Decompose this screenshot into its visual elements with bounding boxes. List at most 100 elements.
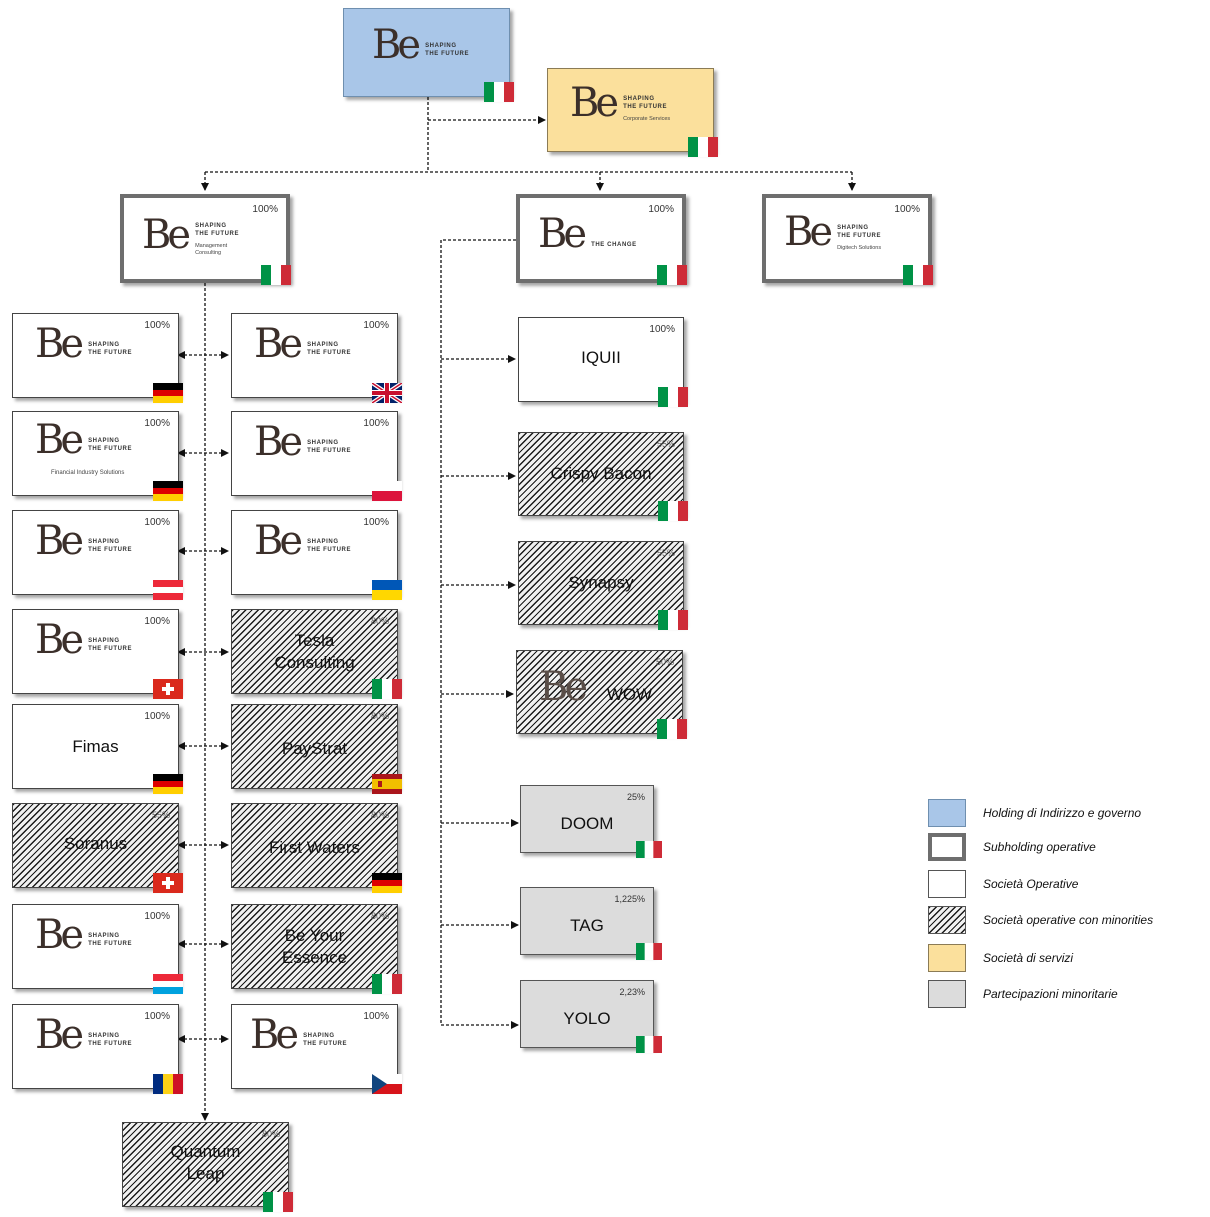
flag-italy-icon <box>636 841 662 858</box>
ownership-pct: 100% <box>363 320 389 331</box>
soranus-box[interactable]: 55% Soranus <box>12 803 183 893</box>
ownership-pct: 100% <box>144 517 170 528</box>
legend-swatch-holding <box>928 799 966 827</box>
flag-germany-icon <box>153 481 183 501</box>
company-label: DOOM <box>560 814 614 833</box>
legend-swatch-operative <box>928 870 966 898</box>
flag-italy-icon <box>372 974 402 994</box>
ownership-pct: 100% <box>144 320 170 331</box>
flag-romania-icon <box>153 1074 183 1094</box>
fis-subtitle: Financial Industry Solutions <box>51 470 125 476</box>
ownership-pct: 100% <box>363 418 389 429</box>
ownership-pct: 80% <box>370 911 389 921</box>
crispy-bacon-box[interactable]: 55% Crispy Bacon <box>518 432 688 521</box>
company-label: Synapsy <box>568 573 634 592</box>
ownership-pct: 80% <box>370 711 389 721</box>
ownership-pct: 50% <box>655 657 674 667</box>
flag-luxembourg-icon <box>153 974 183 994</box>
ownership-pct: 100% <box>649 324 675 335</box>
flag-italy-icon <box>903 265 933 285</box>
flag-italy-icon <box>657 719 687 739</box>
be-the-change-box[interactable]: 100% Be THE CHANGE <box>516 194 687 285</box>
ownership-pct: 100% <box>363 1011 389 1022</box>
legend-label: Partecipazioni minoritarie <box>983 987 1118 1001</box>
tag-box[interactable]: 1,225% TAG <box>520 887 662 960</box>
company-label: First Waters <box>269 838 360 857</box>
legend-label: Società operative con minorities <box>983 913 1154 927</box>
flag-italy-icon <box>263 1192 293 1212</box>
ownership-pct: 100% <box>363 517 389 528</box>
flag-italy-icon <box>657 265 687 285</box>
doom-box[interactable]: 25% DOOM <box>520 785 662 858</box>
digitech-subtitle: Digitech Solutions <box>837 244 882 251</box>
flag-italy-icon <box>658 501 688 521</box>
ownership-pct: 80% <box>261 1129 280 1139</box>
fimas-box[interactable]: 100% Fimas <box>12 704 183 794</box>
flag-germany-icon <box>153 383 183 403</box>
flag-italy-icon <box>658 610 688 630</box>
iquii-box[interactable]: 100% IQUII <box>518 317 688 407</box>
synapsy-box[interactable]: 55% Synapsy <box>518 541 688 630</box>
legend-label: Società Operative <box>983 877 1079 891</box>
paystrat-box[interactable]: 80% PayStrat <box>231 704 402 794</box>
legend-swatch-services <box>928 944 966 972</box>
legend-label: Società di servizi <box>983 951 1074 965</box>
flag-switzerland-icon <box>153 873 183 893</box>
flag-germany-icon <box>372 873 402 893</box>
be-logo: Be THE CHANGE <box>538 211 637 257</box>
legend-swatch-subholding <box>928 833 966 861</box>
flag-italy-icon <box>372 679 402 699</box>
ownership-pct: 100% <box>648 204 674 215</box>
legend-label: Holding di Indirizzo e governo <box>983 806 1142 820</box>
flag-czech-icon <box>372 1074 402 1094</box>
ownership-pct: 55% <box>656 439 675 449</box>
company-label: Soranus <box>63 834 128 853</box>
ownership-pct: 80% <box>370 810 389 820</box>
first-waters-box[interactable]: 80% First Waters <box>231 803 402 893</box>
ownership-pct: 100% <box>252 204 278 215</box>
flag-italy-icon <box>636 1036 662 1053</box>
flag-ukraine-icon <box>372 580 402 600</box>
ownership-pct: 100% <box>894 204 920 215</box>
be-wow-box[interactable]: 50% Be WOW <box>516 650 687 739</box>
company-label: YOLO <box>563 1009 611 1028</box>
flag-italy-icon <box>658 387 688 407</box>
ownership-pct: 100% <box>144 711 170 722</box>
flag-italy-icon <box>261 265 291 285</box>
yolo-box[interactable]: 2,23% YOLO <box>520 980 662 1053</box>
flag-poland-icon <box>372 481 402 501</box>
ownership-pct: 100% <box>144 616 170 627</box>
flag-austria-icon <box>153 580 183 600</box>
